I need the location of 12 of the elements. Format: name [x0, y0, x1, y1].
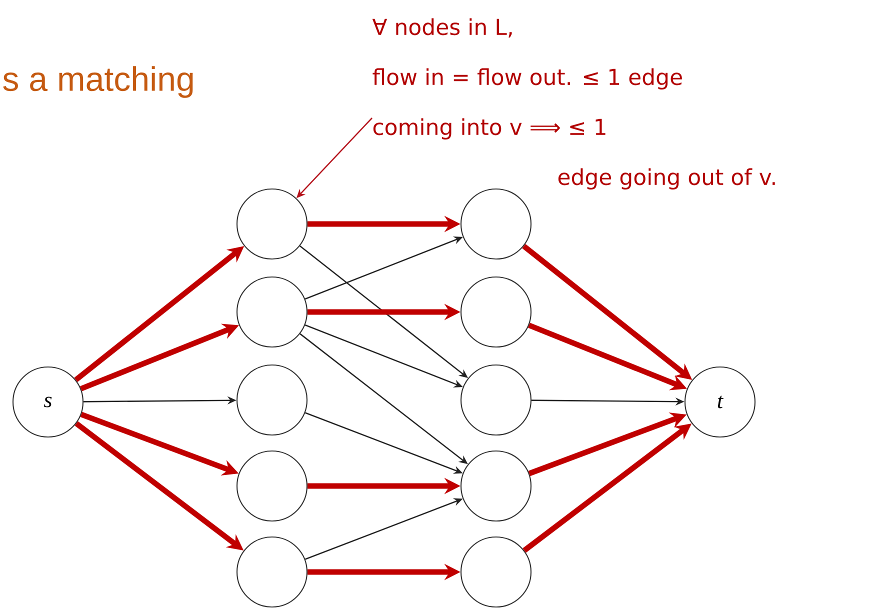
vertex-circle	[460, 450, 532, 522]
vertex-circle	[460, 364, 532, 436]
handwritten-note: ∀ nodes in L, flow in = flow out. ≤ 1 edge coming into v ⟹ ≤ 1 edge going out of v.	[372, 18, 775, 190]
vertex-circle	[236, 364, 308, 436]
vertex-circle	[236, 536, 308, 608]
vertex-circle	[460, 276, 532, 348]
vertex-circle	[236, 276, 308, 348]
vertex-circle	[460, 536, 532, 608]
slide-title: s a matching	[3, 66, 193, 98]
vertex-circle	[236, 450, 308, 522]
vertex-circle	[460, 188, 532, 260]
vertex-circle	[236, 188, 308, 260]
